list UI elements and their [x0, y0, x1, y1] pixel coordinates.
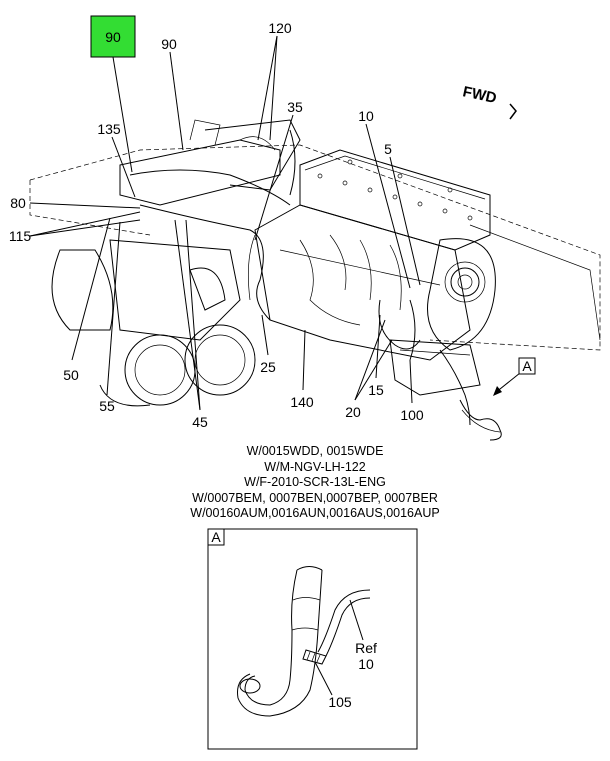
engine-assembly-drawing — [29, 119, 601, 441]
callout-115[interactable]: 115 — [9, 228, 32, 244]
note-line: W/M-NGV-LH-122 — [264, 459, 366, 474]
callout-90-highlighted[interactable]: 90 — [105, 29, 121, 45]
callout-20[interactable]: 20 — [345, 404, 361, 420]
detail-a-label: A — [211, 529, 221, 545]
callout-135[interactable]: 135 — [97, 121, 121, 137]
callout-90[interactable]: 90 — [161, 36, 177, 52]
detail-ref-label: Ref — [355, 640, 377, 656]
callout-105[interactable]: 105 — [328, 694, 352, 710]
applicability-notes: W/0015WDD, 0015WDE W/M-NGV-LH-122 W/F-20… — [150, 444, 480, 522]
callout-labels: 90 120 35 135 10 5 80 115 50 55 45 25 14… — [9, 20, 424, 430]
detail-a-frame — [207, 528, 418, 750]
callout-10[interactable]: 10 — [358, 108, 374, 124]
detail-a-marker-label[interactable]: A — [522, 358, 532, 374]
callout-35[interactable]: 35 — [287, 99, 303, 115]
callout-55[interactable]: 55 — [99, 398, 115, 414]
fwd-direction-label: FWD — [461, 83, 498, 107]
detail-ref-number[interactable]: 10 — [358, 656, 374, 672]
note-line: W/0007BEM, 0007BEN,0007BEP, 0007BER — [192, 490, 438, 505]
callout-140[interactable]: 140 — [290, 394, 314, 410]
note-line: W/0015WDD, 0015WDE — [246, 444, 384, 458]
callout-50[interactable]: 50 — [63, 367, 79, 383]
callout-100[interactable]: 100 — [400, 407, 424, 423]
detail-a-drawing — [237, 566, 371, 717]
callout-5[interactable]: 5 — [384, 141, 392, 157]
callout-120[interactable]: 120 — [268, 20, 292, 36]
callout-45[interactable]: 45 — [192, 414, 208, 430]
note-line: W/F-2010-SCR-13L-ENG — [244, 475, 386, 489]
highlight-box-90[interactable] — [90, 15, 136, 58]
callout-25[interactable]: 25 — [260, 359, 276, 375]
detail-a-marker-box[interactable] — [518, 357, 536, 375]
leader-lines — [29, 35, 521, 411]
callout-80[interactable]: 80 — [10, 195, 26, 211]
fwd-arrow-icon — [509, 103, 517, 120]
note-line: W/00160AUM,0016AUN,0016AUS,0016AUP — [190, 506, 440, 520]
callout-15[interactable]: 15 — [368, 382, 384, 398]
detail-a-label-box — [207, 528, 225, 546]
